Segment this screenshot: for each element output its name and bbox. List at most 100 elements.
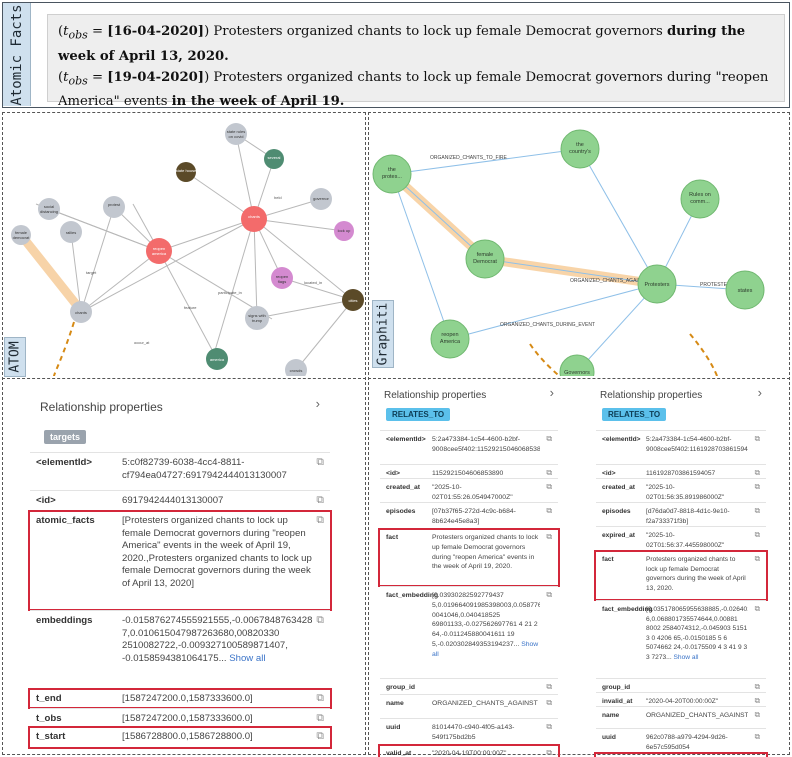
graphiti-card-2: Relationship properties › RELATES_TO <el… (594, 385, 768, 757)
property-value: [1586728800.0,1586728800.0] (122, 731, 312, 747)
graphiti-panel (368, 112, 790, 755)
svg-text:female: female (477, 252, 494, 258)
show-all-link[interactable]: Show all (673, 653, 699, 661)
svg-text:state rules: state rules (227, 129, 245, 134)
copy-icon[interactable]: ⧉ (754, 434, 760, 443)
property-value-text: [Protesters organized chants to lock up … (122, 515, 312, 589)
property-row: valid_at"2020-04-13T00:00:00Z"⧉ (594, 752, 768, 757)
svg-text:cities: cities (348, 298, 357, 303)
copy-icon[interactable]: ⧉ (754, 482, 760, 491)
copy-icon[interactable]: ⧉ (316, 494, 324, 506)
property-key: expired_at (602, 532, 635, 539)
property-row: uuid 81014470-c940-4f05-a143-549f175bd2b5… (380, 718, 558, 744)
property-key: created_at (602, 484, 635, 491)
property-value-text: 5:2a473384-1c54-4600-b2bf-9008cee5f402:1… (646, 436, 748, 453)
graphiti-card-1: Relationship properties › RELATES_TO <el… (378, 385, 560, 757)
copy-icon[interactable]: ⧉ (754, 554, 760, 563)
copy-icon[interactable]: ⧉ (546, 682, 552, 691)
property-value-text: [1587247200.0,1587333600.0] (122, 713, 253, 724)
property-value-text: "2020-04-20T00:00:00Z" (646, 698, 719, 705)
property-value: ORGANIZED_CHANTS_AGAINST (432, 699, 540, 717)
property-row: t_start[1586728800.0,1586728800.0]⧉ (28, 726, 332, 749)
show-all-link[interactable]: Show all (432, 640, 539, 658)
property-key: <elementId> (386, 436, 426, 443)
svg-text:america: america (210, 357, 225, 362)
copy-icon[interactable]: ⧉ (546, 506, 552, 515)
copy-icon[interactable]: ⧉ (754, 506, 760, 515)
svg-text:located_in: located_in (304, 280, 322, 285)
property-value: "2020-04-20T00:00:00Z" (646, 697, 748, 705)
rel-type-badge[interactable]: RELATES_TO (386, 408, 451, 421)
copy-icon[interactable]: ⧉ (546, 482, 552, 491)
property-row: expired_at "2025-10-02T01:56:37.445598000… (596, 526, 766, 550)
property-key: uuid (386, 724, 401, 731)
copy-icon[interactable]: ⧉ (316, 456, 324, 468)
property-value-text: "2025-10-02T01:56:37.445598000Z" (646, 532, 725, 549)
copy-icon[interactable]: ⧉ (316, 514, 324, 526)
chevron-right-icon[interactable]: › (757, 385, 762, 400)
copy-icon[interactable]: ⧉ (754, 732, 760, 741)
copy-icon[interactable]: ⧉ (546, 468, 552, 477)
copy-icon[interactable]: ⧉ (546, 532, 552, 541)
copy-icon[interactable]: ⧉ (316, 730, 324, 742)
property-key: episodes (386, 508, 416, 515)
property-row: invalid_at"2020-04-20T00:00:00Z"⧉ (596, 692, 766, 706)
svg-text:reopen: reopen (153, 246, 165, 251)
copy-icon[interactable]: ⧉ (754, 468, 760, 477)
property-key: episodes (602, 508, 631, 515)
chevron-right-icon[interactable]: › (315, 396, 320, 411)
copy-icon[interactable]: ⧉ (316, 712, 324, 724)
property-key: valid_at (386, 750, 412, 757)
atomic-facts-panel: Atomic Facts (tobs = [16-04-2020]) Prote… (2, 2, 790, 109)
atomic-facts-label: Atomic Facts (3, 3, 31, 106)
copy-icon[interactable]: ⧉ (546, 698, 552, 707)
chevron-right-icon[interactable]: › (549, 385, 554, 400)
property-value-text: 1152921504606853890 (432, 470, 504, 477)
show-all-link[interactable]: Show all (229, 652, 266, 664)
copy-icon[interactable]: ⧉ (754, 710, 760, 719)
property-row: <elementId>5:2a473384-1c54-4600-b2bf-900… (380, 430, 558, 464)
svg-text:PROTESTED_IN: PROTESTED_IN (700, 282, 739, 288)
svg-text:states: states (738, 288, 753, 294)
svg-text:ORGANIZED_CHANTS_TO_FIRE: ORGANIZED_CHANTS_TO_FIRE (430, 155, 508, 161)
svg-text:protest: protest (108, 202, 121, 207)
copy-icon[interactable]: ⧉ (546, 590, 552, 599)
rel-type-badge[interactable]: targets (44, 430, 87, 444)
svg-text:the: the (576, 142, 584, 148)
rel-type-badge[interactable]: RELATES_TO (602, 408, 667, 421)
property-value: [1587247200.0,1587333600.0] (122, 693, 312, 707)
copy-icon[interactable]: ⧉ (754, 604, 760, 613)
property-value-text: "2020-04-19T00:00:00Z" (432, 750, 507, 757)
property-value-text: ORGANIZED_CHANTS_AGAINST (432, 700, 538, 707)
copy-icon[interactable]: ⧉ (754, 696, 760, 705)
graphiti-label: Graphiti (372, 300, 394, 368)
svg-text:ORGANIZED_CHANTS_DURING_EVENT: ORGANIZED_CHANTS_DURING_EVENT (500, 322, 595, 328)
property-value: 1161928703861594057 (646, 469, 748, 477)
card-title: Relationship properties (600, 390, 703, 401)
property-key: created_at (386, 484, 421, 491)
highlight-box (28, 510, 332, 611)
property-value: Protesters organized chants to lock up f… (646, 555, 748, 599)
highlight-box (378, 744, 560, 757)
atom-panel (2, 112, 366, 755)
property-value-text: Protesters organized chants to lock up f… (646, 556, 746, 592)
copy-icon[interactable]: ⧉ (316, 614, 324, 626)
property-value: [d76da0d7-8818-4d1c-9e10-f2a733371f3b] (646, 507, 748, 525)
svg-text:held: held (274, 195, 282, 200)
copy-icon[interactable]: ⧉ (546, 434, 552, 443)
copy-icon[interactable]: ⧉ (754, 530, 760, 539)
property-value: "2025-10-02T01:56:37.445598000Z" (646, 531, 748, 549)
svg-text:state house: state house (176, 168, 197, 173)
fact-line-1: (tobs = [16-04-2020]) Protesters organiz… (58, 24, 746, 64)
property-value: [1587247200.0,1587333600.0] (122, 713, 312, 725)
highlight-box (378, 528, 560, 587)
copy-icon[interactable]: ⧉ (546, 722, 552, 731)
atomic-facts-box: (tobs = [16-04-2020]) Protesters organiz… (47, 14, 785, 109)
property-value-text: 81014470-c940-4f05-a143-549f175bd2b5 (432, 724, 515, 741)
copy-icon[interactable]: ⧉ (316, 692, 324, 704)
copy-icon[interactable]: ⧉ (754, 682, 760, 691)
copy-icon[interactable]: ⧉ (546, 748, 552, 757)
card-title: Relationship properties (384, 390, 487, 401)
